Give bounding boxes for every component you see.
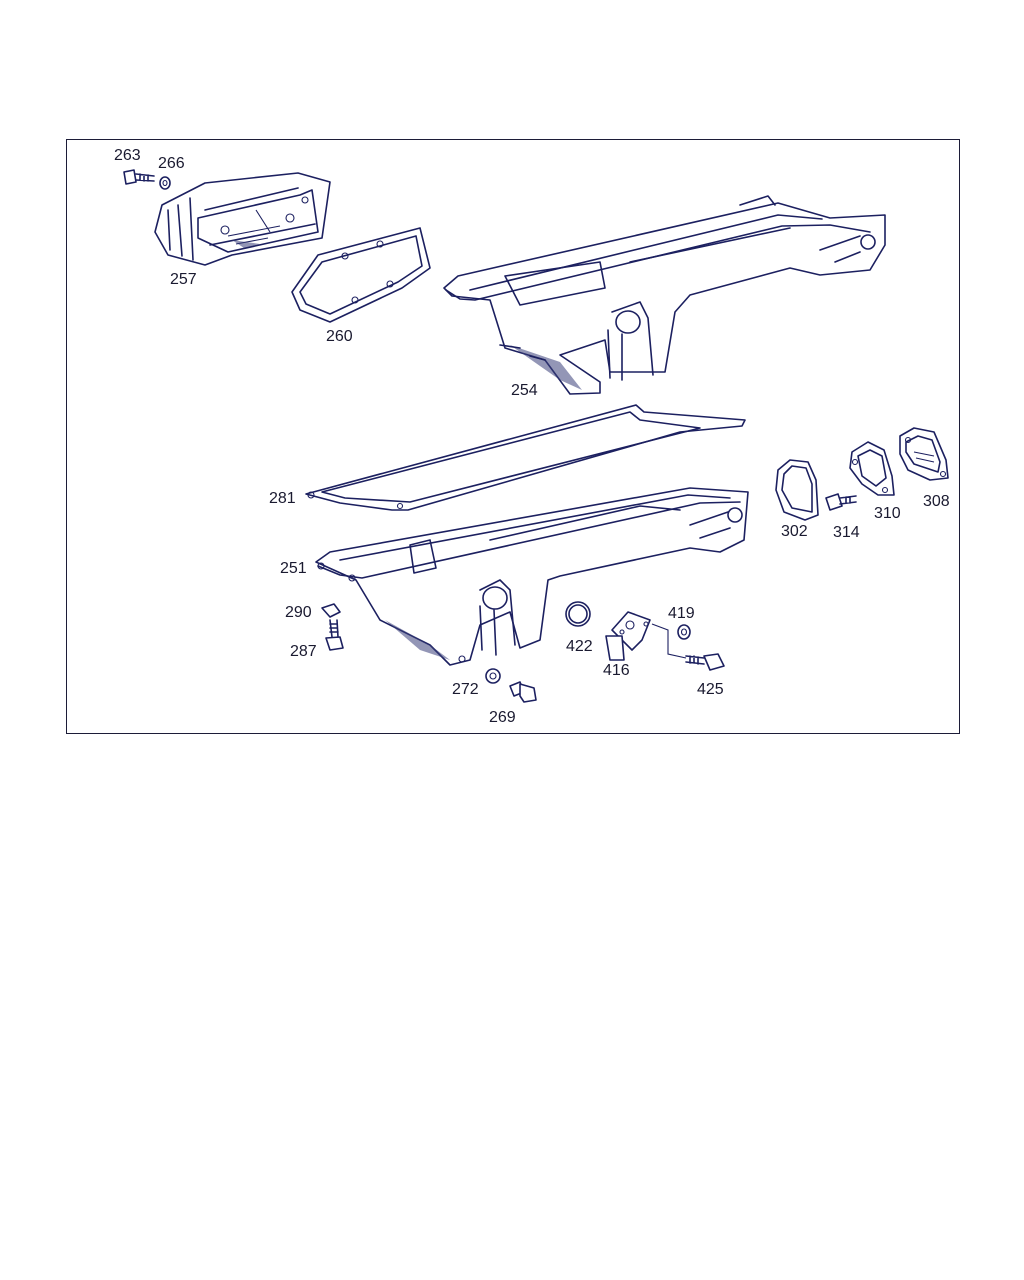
label-251: 251 [280,560,307,577]
label-425: 425 [697,681,724,698]
part-290-clip [321,603,341,618]
part-422-o-ring [565,601,591,627]
part-281-pan-gasket [305,404,746,511]
label-266: 266 [158,155,185,172]
part-254-upper-oil-pan [443,195,886,395]
part-314-bolt [825,493,857,511]
leader-line [651,623,687,659]
label-290: 290 [285,604,312,621]
part-310-gasket [849,441,895,496]
label-422: 422 [566,638,593,655]
diagram-frame [66,139,960,734]
label-287: 287 [290,643,317,660]
label-272: 272 [452,681,479,698]
label-416: 416 [603,662,630,679]
label-260: 260 [326,328,353,345]
label-302: 302 [781,523,808,540]
label-308: 308 [923,493,950,510]
part-416-sensor-housing [605,611,651,661]
part-266-washer [159,176,171,190]
part-302-gasket [775,459,819,521]
label-310: 310 [874,505,901,522]
part-257-oil-pan-cover [154,172,331,266]
label-281: 281 [269,490,296,507]
part-308-cover [899,427,949,481]
label-314: 314 [833,524,860,541]
label-269: 269 [489,709,516,726]
part-287-bolt [325,619,344,651]
part-419-washer [677,624,691,640]
label-263: 263 [114,147,141,164]
part-425-bolt [685,653,725,671]
label-254: 254 [511,382,538,399]
part-263-bolt [123,169,155,185]
part-251-lower-oil-pan [315,487,749,666]
label-419: 419 [668,605,695,622]
part-269-drain-plug [509,681,537,703]
part-260-gasket [291,227,431,323]
label-257: 257 [170,271,197,288]
part-272-sealing-ring [485,668,501,684]
